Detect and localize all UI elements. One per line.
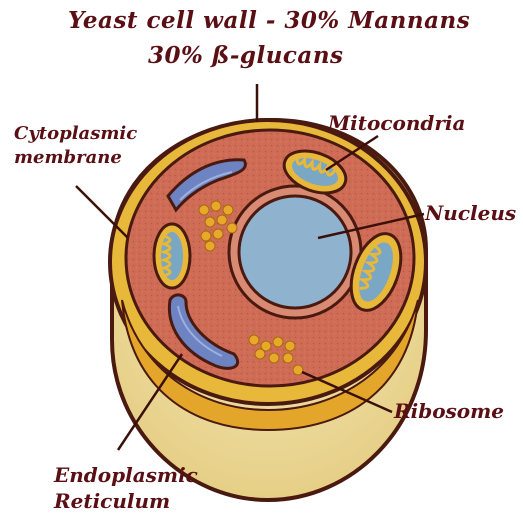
label-mitochondria: Mitocondria — [328, 112, 465, 134]
nucleus — [239, 196, 351, 308]
title-line-2: 30% ß-glucans — [148, 43, 344, 69]
label-cytoplasmic-membrane-line-2: membrane — [14, 146, 137, 170]
label-ribosome: Ribosome — [394, 400, 504, 422]
label-cytoplasmic-membrane-line-1: Cytoplasmic — [14, 122, 137, 146]
label-nucleus: Nucleus — [425, 202, 516, 224]
label-cytoplasmic-membrane: Cytoplasmic membrane — [14, 122, 137, 170]
label-endoplasmic-reticulum: Endoplasmic Reticulum — [54, 462, 198, 514]
title-line-1: Yeast cell wall - 30% Mannans — [68, 8, 470, 34]
label-endoplasmic-reticulum-line-2: Reticulum — [54, 488, 198, 514]
mitochondrion-left — [154, 224, 190, 288]
label-endoplasmic-reticulum-line-1: Endoplasmic — [54, 462, 198, 488]
